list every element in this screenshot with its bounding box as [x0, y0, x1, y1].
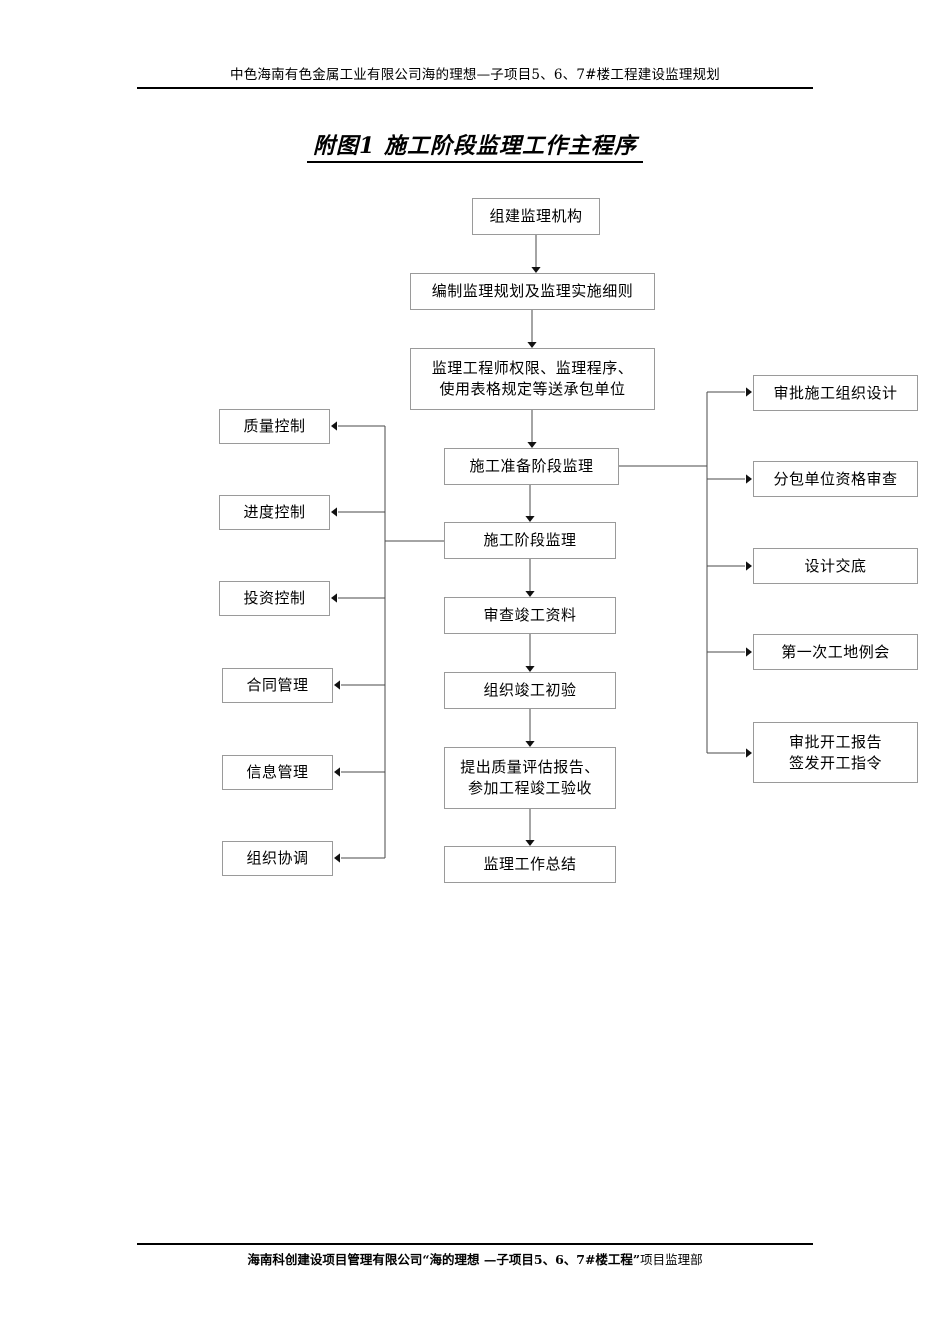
flow-node-r3: 设计交底: [753, 548, 918, 584]
flow-node-label: 审批施工组织设计: [773, 383, 898, 402]
flow-node-n7: 组织竣工初验: [444, 672, 616, 709]
running-header: 中色海南有色金属工业有限公司海的理想—子项目5、6、7#楼工程建设监理规划: [137, 66, 813, 89]
flow-node-label: 投资控制: [243, 589, 306, 607]
flow-node-n6: 审查竣工资料: [444, 597, 616, 634]
flow-node-n4: 施工准备阶段监理: [444, 448, 619, 485]
flow-node-label: 施工阶段监理: [483, 531, 577, 549]
flow-node-label: 组织竣工初验: [483, 681, 577, 699]
footer-company: 海南科创建设项目管理有限公司“海的理想 —子项目5、6、7#楼工程”: [247, 1252, 641, 1267]
flow-node-l3: 投资控制: [219, 581, 330, 616]
header-divider: [137, 87, 813, 89]
flow-node-label: 审查竣工资料: [483, 606, 577, 624]
flow-node-label: 质量控制: [243, 417, 306, 435]
flow-node-label: 分包单位资格审查: [773, 469, 898, 488]
flow-node-n8: 提出质量评估报告、 参加工程竣工验收: [444, 747, 616, 809]
flow-node-r2: 分包单位资格审查: [753, 461, 918, 497]
flow-node-n5: 施工阶段监理: [444, 522, 616, 559]
header-title-text: 中色海南有色金属工业有限公司海的理想—子项目5、6、7#楼工程建设监理规划: [230, 67, 720, 83]
flow-node-n9: 监理工作总结: [444, 846, 616, 883]
footer-divider: [137, 1243, 813, 1245]
footer-text: 海南科创建设项目管理有限公司“海的理想 —子项目5、6、7#楼工程”项目监理部: [137, 1251, 813, 1269]
flow-node-l6: 组织协调: [222, 841, 333, 876]
flow-node-label: 第一次工地例会: [781, 642, 890, 661]
flow-node-label: 设计交底: [804, 556, 867, 575]
flow-node-l5: 信息管理: [222, 755, 333, 790]
flow-node-n2: 编制监理规划及监理实施细则: [410, 273, 655, 310]
flow-node-label: 组织协调: [246, 849, 309, 867]
flow-node-label: 编制监理规划及监理实施细则: [431, 282, 634, 300]
flow-node-label: 信息管理: [246, 763, 309, 781]
flow-node-label: 审批开工报告 签发开工指令: [788, 732, 882, 772]
flow-node-label: 进度控制: [243, 503, 306, 521]
flow-node-label: 合同管理: [246, 676, 309, 694]
flow-node-label: 监理工程师权限、监理程序、 使用表格规定等送承包单位: [431, 359, 634, 398]
flowchart: 组建监理机构编制监理规划及监理实施细则监理工程师权限、监理程序、 使用表格规定等…: [219, 198, 918, 883]
flow-node-l4: 合同管理: [222, 668, 333, 703]
flow-node-l1: 质量控制: [219, 409, 330, 444]
flow-node-r1: 审批施工组织设计: [753, 375, 918, 411]
flow-node-label: 施工准备阶段监理: [469, 457, 594, 475]
flow-node-label: 监理工作总结: [483, 855, 577, 873]
footer-department: 项目监理部: [640, 1252, 703, 1267]
flow-node-n3: 监理工程师权限、监理程序、 使用表格规定等送承包单位: [410, 348, 655, 410]
flow-node-r5: 审批开工报告 签发开工指令: [753, 722, 918, 783]
flow-node-l2: 进度控制: [219, 495, 330, 530]
figure-title: 附图1 施工阶段监理工作主程序: [0, 131, 950, 163]
running-footer: 海南科创建设项目管理有限公司“海的理想 —子项目5、6、7#楼工程”项目监理部: [137, 1243, 813, 1269]
flowchart-connectors: [331, 235, 752, 863]
flow-node-label: 组建监理机构: [489, 207, 583, 225]
flow-node-r4: 第一次工地例会: [753, 634, 918, 670]
flow-node-label: 提出质量评估报告、 参加工程竣工验收: [460, 758, 600, 797]
flow-node-n1: 组建监理机构: [472, 198, 600, 235]
figure-title-text: 附图1 施工阶段监理工作主程序: [307, 133, 643, 163]
